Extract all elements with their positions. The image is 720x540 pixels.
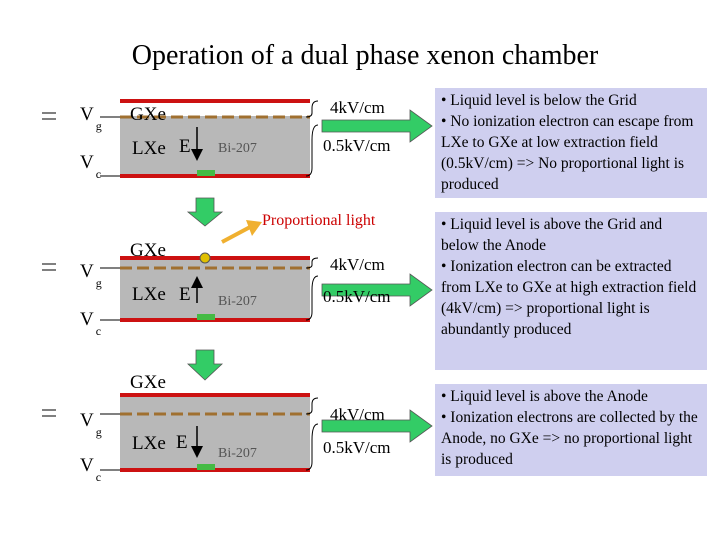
proportional-light-label: Proportional light — [262, 212, 376, 229]
panel-1-brace-high — [305, 100, 319, 118]
panel-3-field-high: 4kV/cm — [330, 405, 385, 424]
panel-1-gxe-label: GXe — [130, 104, 166, 125]
panel-3-chamber — [42, 393, 433, 472]
panel-3-vc-label: Vc — [80, 455, 102, 484]
down-arrow-2 — [186, 349, 224, 381]
panel-3-gxe-label: GXe — [130, 372, 166, 393]
panel-1-source — [197, 170, 215, 176]
panel-3-vg-label: Vg — [80, 410, 102, 439]
down-arrow-1 — [186, 197, 224, 227]
panel-2-source-label: Bi-207 — [218, 294, 257, 309]
panel-2-vc-label: Vc — [80, 309, 102, 338]
panel-2-source — [197, 314, 215, 320]
panel-3-lxe-label: LXe — [132, 433, 166, 454]
panel-2-lxe-label: LXe — [132, 284, 166, 305]
proportional-light-arrow — [221, 224, 253, 244]
panel-3-e-label: E — [176, 432, 188, 453]
panel-3-brace-low — [305, 423, 319, 471]
panel-3-liquid — [120, 395, 310, 470]
panel-2-to-note-arrow — [321, 273, 433, 307]
panel-1-chamber — [42, 99, 433, 178]
panel-2-field-low: 0.5kV/cm — [323, 287, 391, 306]
panel-1-note: • Liquid level is below the Grid • No io… — [435, 88, 707, 198]
panel-1-field-high: 4kV/cm — [330, 98, 385, 117]
panel-3-source — [197, 464, 215, 470]
panel-1-to-note-arrow — [321, 109, 433, 143]
panel-2-field-high: 4kV/cm — [330, 255, 385, 274]
panel-2-gxe-label: GXe — [130, 240, 166, 261]
panel-1-field-low: 0.5kV/cm — [323, 136, 391, 155]
panel-2-light-spot — [199, 252, 211, 264]
panel-1-vc-label: Vc — [80, 152, 102, 181]
panel-3-note: • Liquid level is above the Anode • Ioni… — [435, 384, 707, 476]
panel-3-to-note-arrow — [321, 409, 433, 443]
panel-2-e-label: E — [179, 284, 191, 305]
panel-2-vg-label: Vg — [80, 261, 102, 290]
panel-1-liquid — [120, 116, 310, 176]
panel-1-lxe-label: LXe — [132, 138, 166, 159]
panel-2-brace-high — [305, 257, 319, 269]
panel-3-field-low: 0.5kV/cm — [323, 438, 391, 457]
panel-1-source-label: Bi-207 — [218, 141, 257, 156]
panel-1-vg-label: Vg — [80, 104, 102, 133]
panel-2-brace-low — [305, 275, 319, 321]
panel-3-brace-high — [305, 397, 319, 415]
panel-1-brace-low — [305, 124, 319, 177]
panel-1-e-label: E — [179, 136, 191, 157]
panel-3-source-label: Bi-207 — [218, 446, 257, 461]
page-title: Operation of a dual phase xenon chamber — [131, 40, 599, 71]
panel-2-note: • Liquid level is above the Grid and bel… — [435, 212, 707, 370]
panel-2-chamber — [42, 252, 433, 322]
